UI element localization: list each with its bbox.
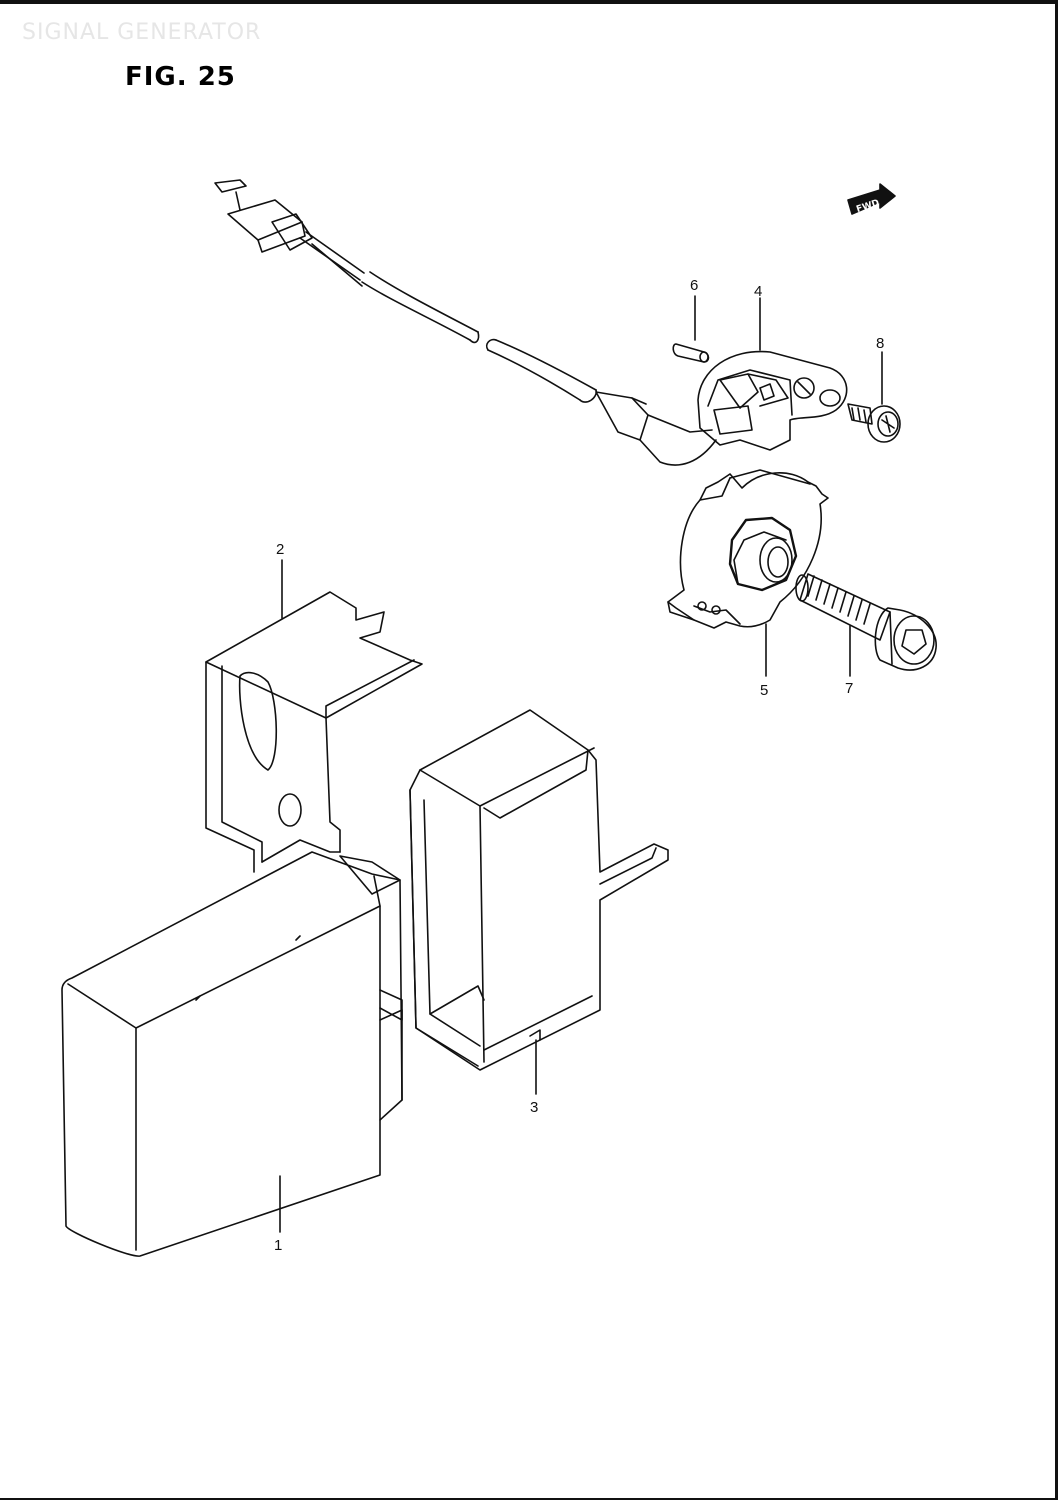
callout-2: 2 [276, 541, 284, 558]
rotor-part-5 [667, 469, 829, 629]
screw-part-8 [847, 403, 901, 443]
bracket-part-2 [205, 591, 423, 873]
wire-harness-connector [214, 179, 717, 466]
ignitor-unit-part-1 [61, 851, 403, 1257]
pickup-coil-part-4 [697, 350, 848, 451]
section-title: SIGNAL GENERATOR [22, 20, 262, 45]
callout-5: 5 [760, 682, 768, 699]
page-border-top [0, 0, 1058, 4]
callout-labels: 2 1 3 6 4 8 5 7 [274, 277, 884, 1254]
pin-part-6 [672, 343, 710, 363]
callout-1: 1 [274, 1237, 282, 1254]
fwd-arrow-icon: FWD [847, 183, 896, 215]
page-border-bottom [0, 1498, 1058, 1500]
bolt-part-7 [795, 573, 937, 671]
figure-label: FIG. 25 [125, 62, 236, 92]
callout-6: 6 [690, 277, 698, 294]
callout-4: 4 [754, 283, 762, 300]
page-border-right [1055, 0, 1058, 1500]
callout-8: 8 [876, 335, 884, 352]
rubber-case-part-3 [409, 709, 669, 1071]
callout-7: 7 [845, 680, 853, 697]
callout-3: 3 [530, 1099, 538, 1116]
leader-lines [279, 295, 883, 1233]
